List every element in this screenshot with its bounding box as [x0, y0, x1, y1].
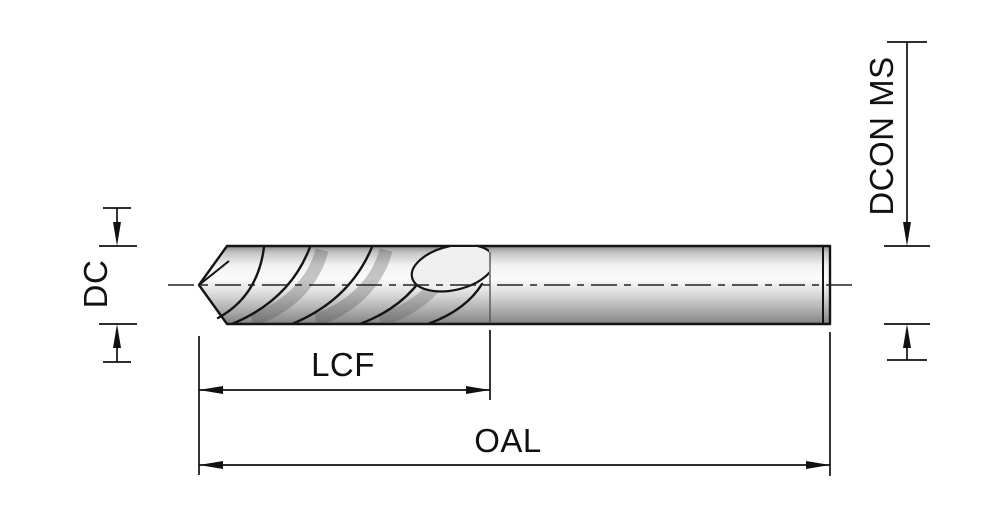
lcf-arrow-left	[199, 386, 223, 394]
flute-shading	[313, 248, 393, 323]
flute-curve	[427, 282, 484, 323]
lcf-label: LCF	[311, 346, 375, 383]
flute-curve	[231, 247, 312, 323]
flute-shading	[249, 248, 329, 323]
dc-arrow-down	[113, 222, 121, 246]
dc-label: DC	[77, 260, 114, 309]
flute-section	[216, 247, 489, 323]
dc-dimension	[99, 207, 137, 363]
dcon-arrow-up	[903, 324, 911, 348]
lcf-arrow-right	[466, 386, 490, 394]
oal-dimension	[199, 332, 831, 476]
dc-arrow-up	[113, 324, 121, 348]
dcon-ms-label: DCON MS	[863, 56, 900, 215]
tip-chisel-edge	[198, 260, 230, 286]
oal-arrow-right	[806, 461, 830, 469]
oal-arrow-left	[199, 461, 223, 469]
oal-label: OAL	[474, 422, 542, 459]
flute-curve	[291, 247, 374, 323]
lcf-dimension	[198, 330, 491, 475]
dcon-arrow-down	[903, 222, 911, 246]
flute-runout	[410, 247, 489, 293]
flute-curve	[216, 247, 266, 320]
drill-bit	[197, 244, 832, 326]
dcon-dimension	[884, 41, 930, 361]
